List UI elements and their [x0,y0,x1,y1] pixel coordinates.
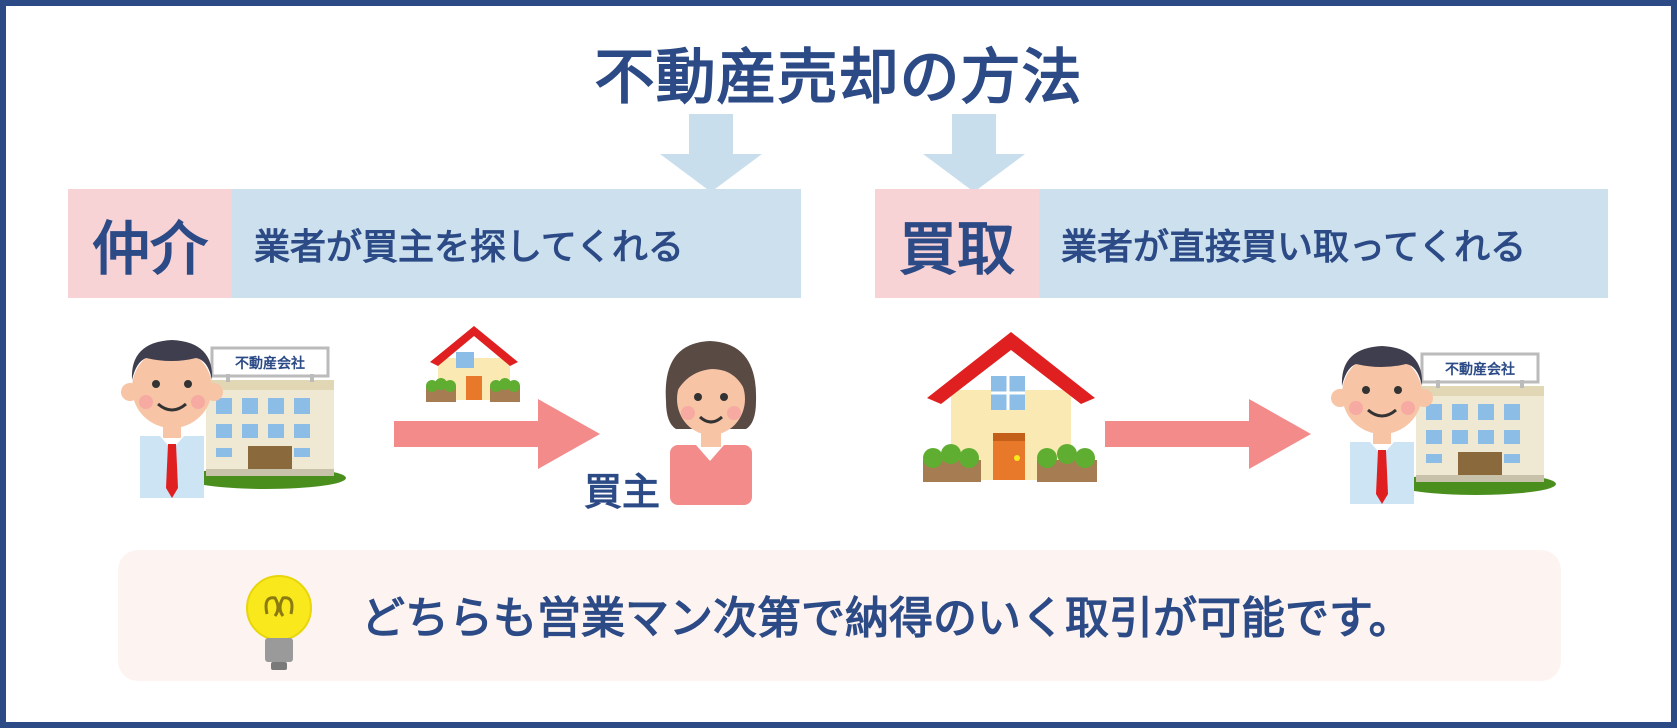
method-tag: 仲介 [68,189,232,298]
company-sign-text: 不動産会社 [235,355,305,372]
house-icon [923,332,1097,482]
method-brokerage: 仲介 業者が買主を探してくれる [68,189,801,298]
note-text: どちらも営業マン次第で納得のいく取引が可能です。 [361,593,1413,644]
method-description: 業者が直接買い取ってくれる [1039,189,1608,298]
page-title: 不動産売却の方法 [594,43,1083,113]
company-sign-text: 不動産会社 [1445,361,1515,378]
down-arrow-icon [660,114,762,192]
office-building-icon: 不動産会社 [1396,352,1556,495]
lightbulb-icon [246,575,312,670]
method-tag: 買取 [875,189,1039,298]
method-description: 業者が買主を探してくれる [232,189,801,298]
agent-with-office-illustration: 不動産会社 [121,340,346,498]
businessman-icon [121,340,223,498]
down-arrow-icon [923,114,1025,192]
right-arrow-icon [1105,399,1311,469]
note-box [118,550,1561,681]
woman-buyer-icon [665,341,757,505]
buyer-label: 買主 [584,470,661,514]
agent-with-office-illustration: 不動産会社 [1331,346,1556,504]
house-icon [426,326,520,402]
office-building-icon: 不動産会社 [186,346,346,489]
businessman-icon [1331,346,1433,504]
method-purchase: 買取 業者が直接買い取ってくれる [875,189,1608,298]
right-arrow-icon [394,399,600,469]
